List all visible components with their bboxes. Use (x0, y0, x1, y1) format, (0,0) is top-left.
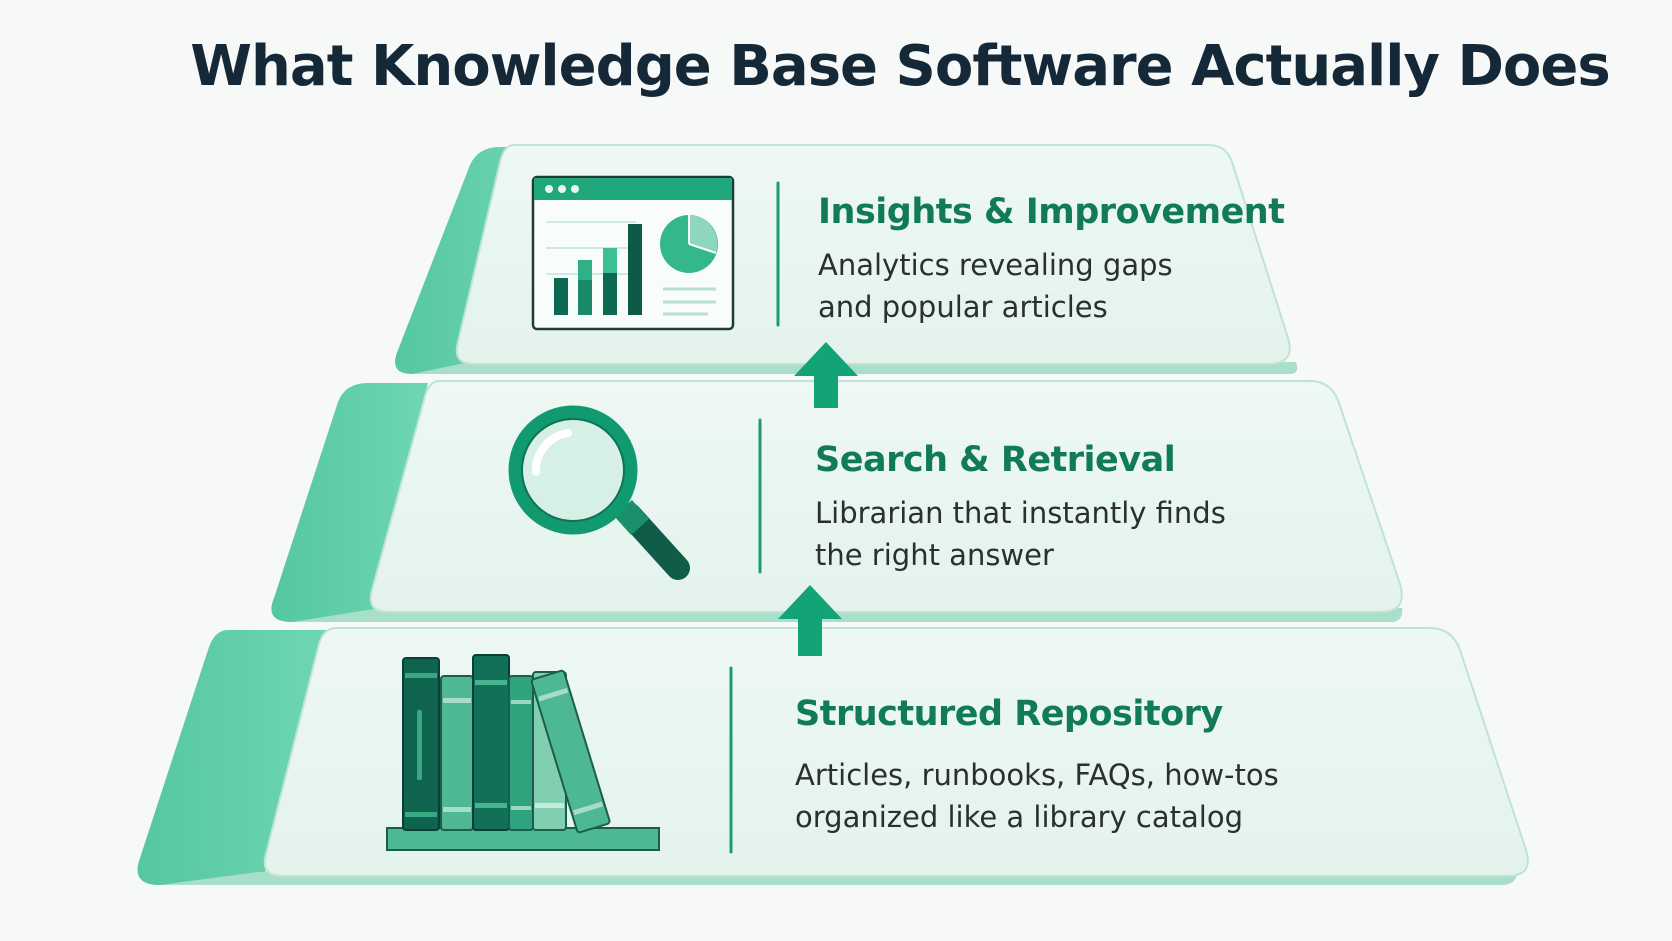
arrow-up-icon (794, 342, 858, 408)
tier-bottom-desc-line1: Articles, runbooks, FAQs, how-tos (795, 758, 1279, 792)
tier-middle-title: Search & Retrieval (815, 440, 1176, 480)
tier-top-title: Insights & Improvement (818, 192, 1285, 232)
magnifying-glass-icon (508, 405, 690, 580)
tier-middle-desc-line2: the right answer (815, 538, 1054, 572)
books-icon (386, 654, 660, 851)
arrow-up-icon (778, 585, 842, 656)
tier-top-desc-line2: and popular articles (818, 290, 1108, 324)
tier-bottom-desc-line2: organized like a library catalog (795, 800, 1243, 834)
tier-middle-desc-line1: Librarian that instantly finds (815, 496, 1226, 530)
page-title: What Knowledge Base Software Actually Do… (190, 34, 1610, 99)
tier-bottom-side (137, 630, 328, 885)
tier-middle-side (271, 383, 428, 622)
tier-bottom-title: Structured Repository (795, 694, 1223, 734)
analytics-dashboard-icon (531, 175, 735, 331)
tier-top-desc-line1: Analytics revealing gaps (818, 248, 1173, 282)
